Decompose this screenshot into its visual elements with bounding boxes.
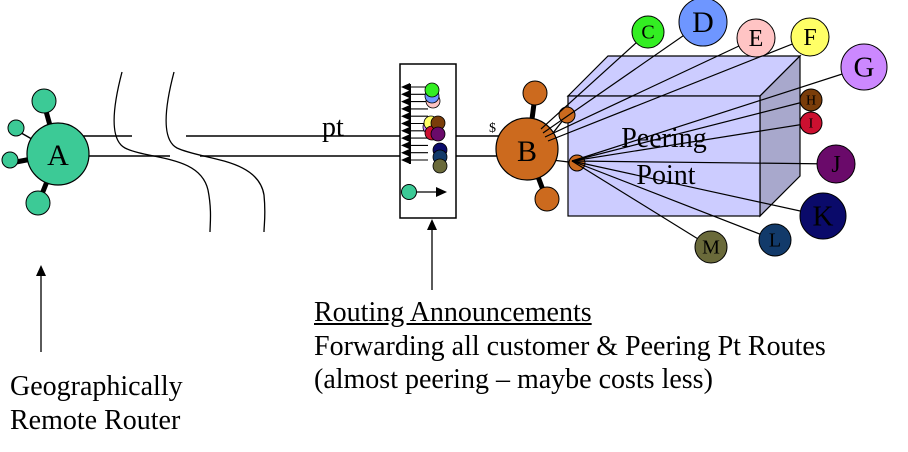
peer-node-m[interactable]: M <box>694 230 728 264</box>
arrow-left-icon <box>401 119 410 128</box>
arrow-left-icon <box>401 104 410 113</box>
announcement-box[interactable] <box>399 63 457 219</box>
peer-link-j <box>571 160 837 165</box>
peer-circle <box>694 230 728 264</box>
peer-link-g <box>571 66 865 162</box>
peer-label: C <box>641 22 654 44</box>
peer-links <box>540 21 865 248</box>
peer-label: I <box>809 117 814 132</box>
peer-node-k[interactable]: K <box>799 192 847 240</box>
router-a-label: A <box>47 139 69 172</box>
peer-circle <box>816 144 856 184</box>
peer-node-l[interactable]: L <box>758 223 792 257</box>
router-a-satellite <box>25 190 51 216</box>
peer-node-c[interactable]: C <box>631 15 665 49</box>
announcement-route-dots <box>422 82 448 174</box>
peer-circle <box>799 88 823 112</box>
peer-label: D <box>692 6 714 39</box>
route-dot-m <box>432 158 448 174</box>
peer-circle <box>758 223 792 257</box>
peer-label: M <box>702 237 720 259</box>
peering-point-box[interactable]: Peering Point <box>566 54 802 218</box>
peer-link-l <box>571 160 776 241</box>
router-b-label: B <box>517 135 537 168</box>
distance-break <box>113 71 266 233</box>
arrow-left-icon <box>401 134 410 143</box>
peer-label: H <box>806 94 816 109</box>
peer-link-k <box>571 160 824 217</box>
peer-label: K <box>813 201 834 233</box>
peer-link-h <box>571 99 812 162</box>
arrow-right-icon <box>436 187 447 197</box>
arrow-left-icon <box>401 97 410 106</box>
arrow-left-icon <box>401 83 410 91</box>
arrow-left-icon <box>401 148 410 157</box>
router-a-satellite <box>7 119 25 137</box>
peering-point-label-line1: Peering <box>621 123 707 154</box>
remote-router-line2: Remote Router <box>10 404 181 436</box>
peer-label: F <box>803 25 816 51</box>
router-b-satellite <box>534 186 560 212</box>
peer-circle <box>840 43 888 91</box>
peer-node-d[interactable]: D <box>678 0 728 47</box>
peer-label: E <box>749 26 764 52</box>
routing-line2: (almost peering – maybe costs less) <box>314 364 713 396</box>
pointer-arrow-box <box>427 219 437 290</box>
link-label: pt <box>322 112 344 143</box>
peer-link-i <box>571 122 812 162</box>
peer-label: L <box>769 230 781 252</box>
peer-circle <box>799 111 823 135</box>
router-a[interactable]: A <box>1 88 90 216</box>
peer-circle <box>790 17 830 57</box>
peer-node-f[interactable]: F <box>790 17 830 57</box>
router-a-satellite <box>31 88 57 114</box>
peer-circle <box>678 0 728 47</box>
peer-link-m <box>571 160 712 248</box>
arrow-left-icon <box>401 156 410 164</box>
arrow-left-icon <box>401 141 410 150</box>
router-a-node <box>26 122 90 186</box>
pointer-arrow-router-a <box>36 265 46 352</box>
router-a-satellite <box>1 151 19 169</box>
arrow-left-icon <box>401 112 410 121</box>
peer-circle <box>736 18 776 58</box>
route-dot-c <box>424 82 440 98</box>
peer-node-e[interactable]: E <box>736 18 776 58</box>
peer-circle <box>799 192 847 240</box>
remote-router-line1: Geographically <box>10 371 183 402</box>
announcement-arrows <box>401 83 428 164</box>
peer-node-h[interactable]: H <box>799 88 823 112</box>
peer-label: J <box>831 152 840 178</box>
arrow-left-icon <box>401 90 410 99</box>
peer-link-e <box>544 37 757 138</box>
announcement-source-dot <box>401 184 417 200</box>
peer-link-d <box>542 21 704 134</box>
peer-node-j[interactable]: J <box>816 144 856 184</box>
router-b-node <box>495 117 559 181</box>
routing-caption: Routing Announcements Forwarding all cus… <box>314 296 826 397</box>
cost-marker: $ <box>489 121 496 136</box>
peer-circle <box>631 15 665 49</box>
peer-label: G <box>854 52 875 84</box>
peer-node-i[interactable]: I <box>799 111 823 135</box>
remote-router-caption: Geographically Remote Router <box>10 370 183 437</box>
arrow-left-icon <box>401 126 410 135</box>
peer-node-g[interactable]: G <box>840 43 888 91</box>
route-dot-j <box>430 126 446 142</box>
routing-heading: Routing Announcements <box>314 297 592 328</box>
router-b-satellite <box>522 80 548 106</box>
peer-link-c <box>540 31 649 130</box>
routing-line1: Forwarding all customer & Peering Pt Rou… <box>314 330 826 362</box>
peer-nodes: C D E F G HI JK L M <box>631 0 888 264</box>
